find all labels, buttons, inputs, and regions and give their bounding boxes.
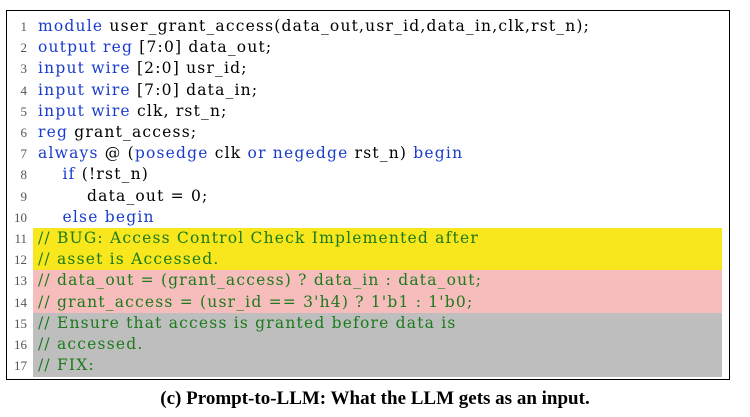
code-line: 4 input wire [7:0] data_in; xyxy=(7,80,731,102)
line-number: 9 xyxy=(20,188,28,204)
comment-token: // asset is Accessed. xyxy=(38,250,220,269)
keyword-token: output reg xyxy=(38,38,134,57)
code-line: 14 // grant_access = (usr_id == 3'h4) ? 1… xyxy=(7,291,731,314)
line-number: 1 xyxy=(20,19,28,34)
figure-caption: (c) Prompt-to-LLM: What the LLM gets as … xyxy=(160,388,590,409)
code-token: data_out = 0; xyxy=(38,186,209,205)
comment-token: // FIX: xyxy=(38,356,95,375)
line-highlight xyxy=(33,355,722,377)
code-text: output reg [7:0] data_out; xyxy=(38,37,272,59)
code-token: @ ( xyxy=(98,144,135,163)
line-highlight xyxy=(33,291,722,314)
line-number: 12 xyxy=(14,252,27,268)
code-line: 12 // asset is Accessed. xyxy=(7,249,731,271)
keyword-token: posedge xyxy=(134,144,209,163)
code-text: data_out = 0; xyxy=(38,186,208,208)
line-number: 15 xyxy=(14,315,27,331)
code-text: if (!rst_n) xyxy=(38,164,149,186)
keyword-token: else begin xyxy=(62,207,155,226)
comment-token: // data_out = (grant_access) ? data_in :… xyxy=(38,271,483,290)
code-line: 13 // data_out = (grant_access) ? data_in… xyxy=(7,270,731,292)
keyword-token: begin xyxy=(413,144,464,163)
code-text: // data_out = (grant_access) ? data_in :… xyxy=(38,270,482,292)
code-text: module user_grant_access(data_out,usr_id… xyxy=(38,16,590,38)
line-number: 8 xyxy=(20,167,28,183)
line-highlight xyxy=(33,312,722,335)
line-highlight xyxy=(33,270,722,292)
code-token: (!rst_n) xyxy=(75,165,150,184)
line-highlight xyxy=(33,228,722,250)
code-token: [2:0] usr_id; xyxy=(130,59,248,78)
code-text: // BUG: Access Control Check Implemented… xyxy=(38,228,479,250)
code-token: grant_access; xyxy=(68,123,198,141)
keyword-token: if xyxy=(62,165,76,184)
code-line: 7 always @ (posedge clk or negedge rst_n)… xyxy=(7,143,731,165)
code-text: // grant_access = (usr_id == 3'h4) ? 1'b… xyxy=(38,292,473,314)
comment-token: // accessed. xyxy=(38,335,144,353)
code-text: else begin xyxy=(38,207,155,229)
keyword-token: or negedge xyxy=(247,144,349,163)
line-number: 13 xyxy=(14,273,27,289)
line-number: 3 xyxy=(20,61,28,77)
code-token: rst_n) xyxy=(348,144,414,163)
code-line: 9 data_out = 0; xyxy=(7,186,731,208)
keyword-token: input wire xyxy=(38,101,131,120)
code-listing: 1 module user_grant_access(data_out,usr_i… xyxy=(6,10,730,380)
line-number: 5 xyxy=(20,103,28,119)
code-line: 5 input wire clk, rst_n; xyxy=(7,101,731,123)
code-line: 16 // accessed. xyxy=(7,334,731,356)
comment-token: // BUG: Access Control Check Implemented… xyxy=(38,229,479,247)
code-text: // Ensure that access is granted before … xyxy=(38,313,457,335)
code-line: 11 // BUG: Access Control Check Implement… xyxy=(7,228,731,250)
line-number: 11 xyxy=(14,231,27,246)
comment-token: // grant_access = (usr_id == 3'h4) ? 1'b… xyxy=(38,292,474,311)
code-text: input wire [2:0] usr_id; xyxy=(38,58,248,80)
line-number: 2 xyxy=(20,40,28,56)
line-number: 7 xyxy=(20,146,28,162)
keyword-token: module xyxy=(38,17,104,35)
code-text: // accessed. xyxy=(38,334,143,356)
code-line: 2 output reg [7:0] data_out; xyxy=(7,37,731,59)
line-number: 4 xyxy=(20,82,28,98)
code-line: 1 module user_grant_access(data_out,usr_i… xyxy=(7,16,731,38)
code-text: input wire [7:0] data_in; xyxy=(38,80,258,102)
code-token xyxy=(38,208,63,226)
code-line: 10 else begin xyxy=(7,207,731,229)
code-token: user_grant_access(data_out,usr_id,data_i… xyxy=(103,17,591,35)
code-text: input wire clk, rst_n; xyxy=(38,101,228,123)
code-line: 15 // Ensure that access is granted befor… xyxy=(7,312,731,335)
code-token: [7:0] data_in; xyxy=(130,80,259,99)
line-highlight xyxy=(33,334,722,356)
line-number: 14 xyxy=(14,294,27,310)
code-line: 8 if (!rst_n) xyxy=(7,164,731,186)
line-number: 6 xyxy=(20,125,28,140)
code-token: [7:0] data_out; xyxy=(133,38,273,57)
line-number: 17 xyxy=(14,358,27,374)
code-text: // FIX: xyxy=(38,355,95,377)
keyword-token: reg xyxy=(38,123,69,141)
keyword-token: input wire xyxy=(38,59,131,78)
code-line: 17 // FIX: xyxy=(7,355,731,377)
code-text: reg grant_access; xyxy=(38,122,197,144)
code-token xyxy=(38,165,63,183)
code-text: always @ (posedge clk or negedge rst_n) … xyxy=(38,143,463,165)
code-line: 3 input wire [2:0] usr_id; xyxy=(7,58,731,80)
comment-token: // Ensure that access is granted before … xyxy=(38,313,457,332)
keyword-token: input wire xyxy=(38,80,131,99)
code-token: clk, rst_n; xyxy=(130,101,228,120)
line-highlight xyxy=(33,249,722,271)
line-number: 10 xyxy=(14,209,27,225)
keyword-token: always xyxy=(38,144,99,163)
code-token: clk xyxy=(208,144,248,163)
code-line: 6 reg grant_access; xyxy=(7,122,731,144)
code-text: // asset is Accessed. xyxy=(38,249,220,271)
line-number: 16 xyxy=(14,337,27,352)
